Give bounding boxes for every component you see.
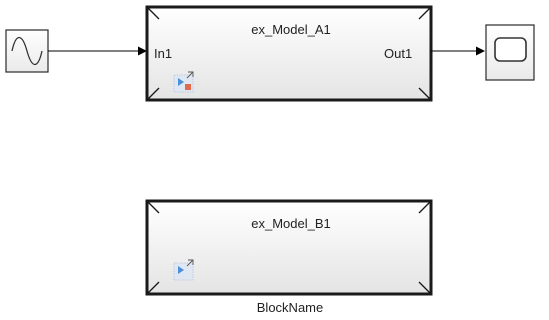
sine-wave-icon bbox=[11, 36, 43, 66]
scope-icon bbox=[494, 37, 527, 62]
model-block-a[interactable] bbox=[145, 5, 433, 102]
scope-block[interactable] bbox=[485, 24, 535, 81]
signal-line-in[interactable] bbox=[48, 46, 147, 56]
model-reference-icon bbox=[173, 71, 194, 93]
sine-wave-block[interactable] bbox=[5, 29, 49, 73]
model-block-b[interactable] bbox=[145, 199, 433, 296]
signal-line-out[interactable] bbox=[431, 46, 485, 56]
model-a-name: ex_Model_A1 bbox=[251, 22, 331, 37]
model-b-block-label[interactable]: BlockName bbox=[256, 300, 324, 315]
model-b-name: ex_Model_B1 bbox=[251, 216, 331, 231]
model-a-out-port: Out1 bbox=[384, 46, 413, 61]
model-a-in-port: In1 bbox=[154, 46, 173, 61]
model-reference-icon bbox=[173, 259, 194, 281]
